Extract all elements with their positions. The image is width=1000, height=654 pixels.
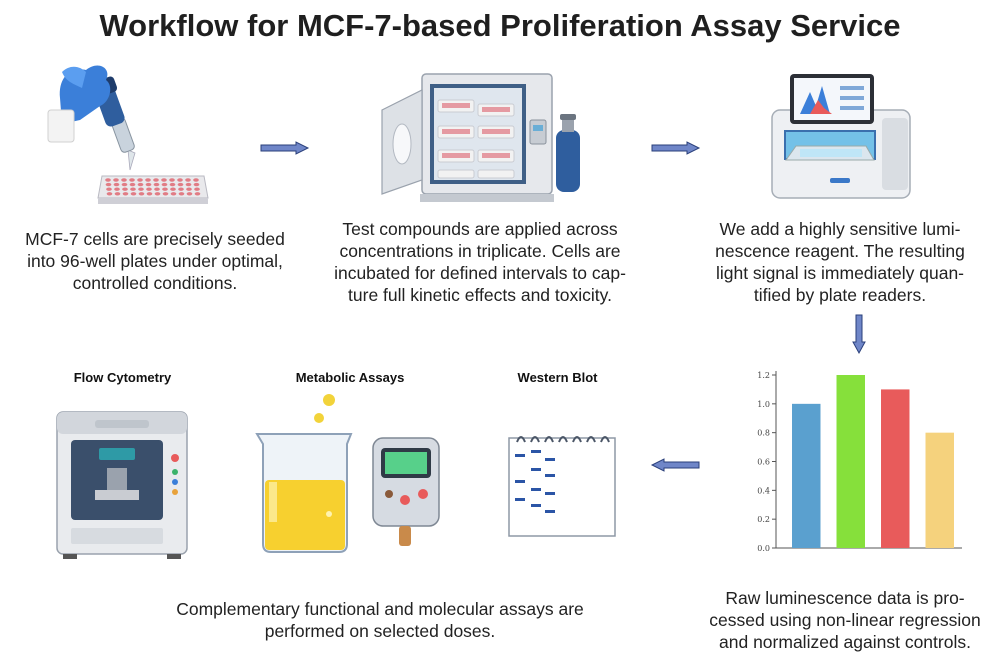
text-line: controlled conditions. [72,273,238,293]
step-seeding-text: MCF-7 cells are precisely seeded into 96… [0,228,310,294]
text-line: concentrations in triplicate. Cells are [339,241,621,261]
western-blot-icon [508,436,616,537]
text-line: cessed using non-linear regression [709,610,981,630]
bar-chart-icon: 0.0 0.2 0.4 0.6 0.8 1.0 1.2 [757,371,962,553]
text-line: ture full kinetic effects and toxicity. [348,285,612,305]
assay-label-western-blot: Western Blot [517,370,598,385]
step-complementary-text: Complementary functional and molecular a… [130,598,630,642]
step-treatment-text: Test compounds are applied across concen… [310,218,650,306]
text-line: Raw luminescence data is pro- [725,588,965,608]
y-tick-label: 0.8 [757,429,770,438]
text-line: light signal is immediately quan- [715,263,965,283]
arrow-down [852,314,866,355]
bar-1 [792,403,821,548]
text-line: and normalized against controls. [719,632,971,652]
flow-cytometer-icon [56,411,188,559]
text-line: tified by plate readers. [753,285,927,305]
y-tick-label: 1.2 [757,371,770,380]
text-line: Test compounds are applied across [342,219,618,239]
text-line: We add a highly sensitive lumi- [719,219,961,239]
text-line: Complementary functional and molecular a… [176,599,584,619]
step-analysis-text: Raw luminescence data is pro- cessed usi… [690,587,1000,653]
assay-label-flow-cytometry: Flow Cytometry [73,370,172,385]
assay-label-metabolic: Metabolic Assays [295,370,405,385]
text-line: nescence reagent. The resulting [715,241,965,261]
step-detection-text: We add a highly sensitive lumi- nescence… [690,218,990,306]
text-line: into 96-well plates under optimal, [27,251,283,271]
pipette-plate-icon [47,65,209,204]
y-tick-label: 0.0 [757,544,770,553]
y-tick-label: 0.4 [757,486,770,495]
arrow-right-1 [260,141,310,155]
y-tick-label: 0.6 [757,458,770,467]
beaker-meter-icon [255,394,440,553]
page-title: Workflow for MCF-7-based Proliferation A… [99,8,901,43]
incubator-icon [381,73,580,202]
plate-reader-icon [771,74,911,199]
bar-3 [881,389,910,548]
y-tick-label: 1.0 [757,400,770,409]
arrow-right-2 [651,141,701,155]
bar-2 [836,375,865,548]
text-line: performed on selected doses. [264,621,496,641]
text-line: MCF-7 cells are precisely seeded [25,229,285,249]
bar-4 [925,432,954,548]
arrow-left [650,458,700,472]
text-line: incubated for defined intervals to cap- [334,263,626,283]
y-tick-label: 0.2 [757,515,770,524]
